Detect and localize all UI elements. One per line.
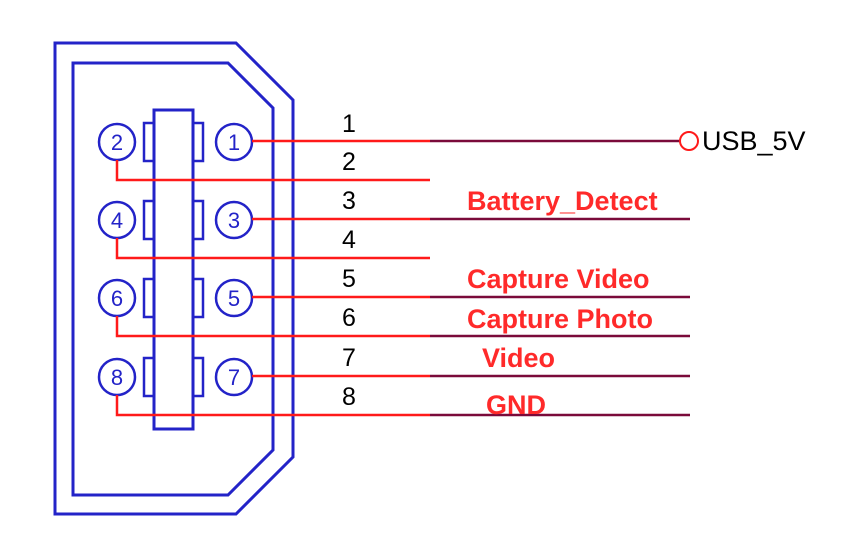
pin-number-2: 2 xyxy=(342,148,356,176)
pin-stub-left-2 xyxy=(142,199,156,241)
circle-number-8: 8 xyxy=(111,365,123,390)
housing-outer xyxy=(53,41,295,516)
connector-pins xyxy=(97,108,254,431)
pin-stub-right-1 xyxy=(191,121,205,163)
circle-numbers: 1 2 3 4 5 6 7 8 xyxy=(111,130,240,390)
circle-number-5: 5 xyxy=(228,286,240,311)
signal-label-gnd: GND xyxy=(486,390,546,420)
circle-number-3: 3 xyxy=(228,208,240,233)
pin-stub-right-2 xyxy=(191,199,205,241)
pin-number-7: 7 xyxy=(342,344,356,372)
signal-wires xyxy=(115,139,690,417)
pin-number-8: 8 xyxy=(342,383,356,411)
pin-number-6: 6 xyxy=(342,304,356,332)
center-divider xyxy=(152,108,195,431)
circle-number-6: 6 xyxy=(111,286,123,311)
pin-numbers: 1 2 3 4 5 6 7 8 xyxy=(342,110,356,411)
pin-stub-right-3 xyxy=(191,277,205,319)
usb-5v-label: USB_5V xyxy=(702,126,806,156)
wire-pin-8 xyxy=(115,395,430,417)
circle-number-4: 4 xyxy=(111,208,123,233)
usb-5v-terminal xyxy=(679,131,699,151)
signal-label-capture-video: Capture Video xyxy=(467,264,650,294)
pin-stub-left-3 xyxy=(142,277,156,319)
signal-label-video: Video xyxy=(482,343,555,373)
pin-stub-left-1 xyxy=(142,121,156,163)
signal-label-capture-photo: Capture Photo xyxy=(467,304,653,334)
pin-number-1: 1 xyxy=(342,110,356,138)
wire-pin-2 xyxy=(115,160,430,182)
circle-number-1: 1 xyxy=(228,130,240,155)
pin-number-4: 4 xyxy=(342,226,356,254)
pin-number-5: 5 xyxy=(342,265,356,293)
circle-number-2: 2 xyxy=(111,130,123,155)
wire-pin-4 xyxy=(115,238,430,260)
signal-label-battery-detect: Battery_Detect xyxy=(467,186,658,216)
housing-inner xyxy=(71,61,275,497)
circle-number-7: 7 xyxy=(228,365,240,390)
pin-stub-right-4 xyxy=(191,356,205,398)
pin-stub-left-4 xyxy=(142,356,156,398)
connector-housing xyxy=(53,41,295,516)
wire-pin-6 xyxy=(115,316,430,338)
pin-number-3: 3 xyxy=(342,187,356,215)
signal-labels: Battery_Detect Capture Video Capture Pho… xyxy=(467,186,658,420)
